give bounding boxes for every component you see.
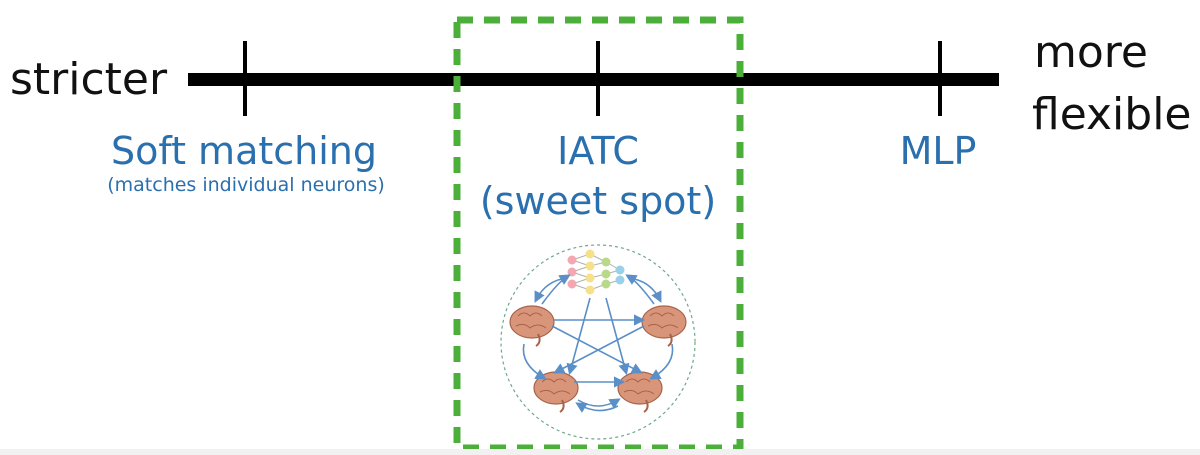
axis-right-label-line1: more bbox=[1034, 27, 1148, 78]
point-sublabel-iatc: (sweet spot) bbox=[479, 179, 717, 223]
axis-right-label-line2: flexible bbox=[1032, 89, 1192, 140]
iatc-illustration bbox=[500, 244, 696, 440]
spectrum-axis-line bbox=[188, 73, 999, 86]
brain-icon bbox=[509, 305, 555, 347]
bottom-border-strip bbox=[0, 449, 1200, 455]
tick-mlp bbox=[938, 41, 942, 116]
axis-left-label: stricter bbox=[10, 54, 168, 105]
connection-arrows bbox=[522, 274, 674, 413]
tick-soft-matching bbox=[243, 41, 247, 116]
brain-icon bbox=[641, 305, 687, 347]
point-label-mlp: MLP bbox=[899, 129, 977, 173]
point-label-soft-matching: Soft matching bbox=[111, 129, 377, 173]
brain-icon bbox=[617, 371, 663, 413]
neural-network-icon bbox=[567, 249, 625, 295]
illustration-circle bbox=[500, 244, 696, 440]
point-label-iatc: IATC bbox=[557, 129, 639, 173]
brain-icon bbox=[533, 371, 579, 413]
tick-iatc bbox=[596, 41, 600, 116]
sweet-spot-highlight-box bbox=[453, 16, 744, 452]
point-sublabel-soft-matching: (matches individual neurons) bbox=[107, 174, 385, 196]
